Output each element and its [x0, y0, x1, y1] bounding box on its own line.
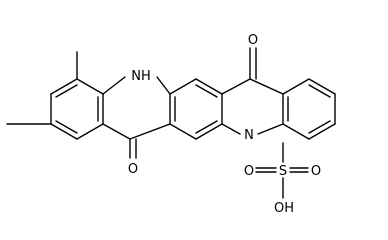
- bond: [282, 123, 310, 140]
- bond: [257, 123, 284, 135]
- atom-label-o-top: O: [248, 33, 258, 48]
- bond: [195, 123, 223, 140]
- bond: [308, 123, 336, 140]
- atom-label-n: N: [244, 128, 254, 143]
- bond: [102, 76, 126, 95]
- atom-label-oh: OH: [274, 201, 294, 216]
- bond-double-inner: [195, 120, 218, 134]
- ring-e-bonds: [282, 78, 336, 140]
- ring-a-bonds: [50, 78, 104, 140]
- bond: [308, 78, 336, 95]
- ring-b-bonds: [102, 76, 171, 159]
- bond-double-inner: [308, 84, 331, 98]
- bond: [249, 78, 284, 95]
- atom-label-o-sulfonyl-left: O: [244, 164, 254, 179]
- methyl-groups: [6, 51, 78, 125]
- bond: [76, 78, 104, 95]
- bond: [221, 123, 241, 135]
- bond: [169, 123, 197, 140]
- bond: [156, 76, 171, 95]
- bond: [76, 123, 104, 140]
- atom-label-o-bottom: O: [128, 162, 138, 177]
- atom-label-nh: NH: [131, 69, 151, 84]
- atom-label-o-sulfonyl-right: O: [311, 164, 321, 179]
- sulfonic-acid-bonds: [255, 142, 309, 199]
- atom-label-s: S: [279, 164, 287, 179]
- bond: [50, 78, 78, 95]
- bond: [50, 123, 78, 140]
- molecule-structure-diagram: NH N O O S O O OH: [6, 33, 336, 216]
- bond: [102, 123, 131, 140]
- bond: [169, 78, 197, 95]
- bond: [129, 123, 171, 140]
- bond-double-inner: [55, 120, 78, 134]
- bond-double-inner: [55, 84, 78, 98]
- bond-double-inner: [195, 84, 218, 98]
- bond: [195, 78, 223, 95]
- ring-d-bonds: [221, 47, 284, 135]
- ring-c-bonds: [169, 78, 223, 140]
- bond: [282, 78, 310, 95]
- bond: [221, 78, 251, 95]
- bond-double-inner: [308, 120, 331, 134]
